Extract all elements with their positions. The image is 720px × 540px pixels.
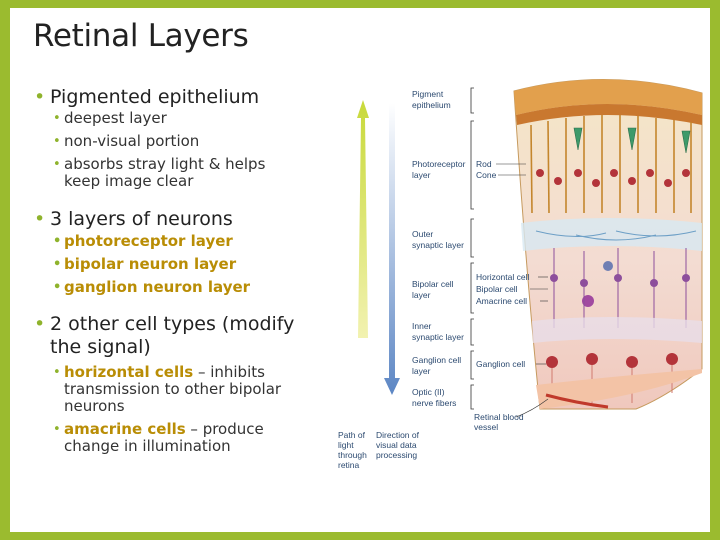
bullet-text: 3 layers of neurons <box>50 208 233 230</box>
bullet-dot-icon: • <box>53 111 61 126</box>
slide: Retinal Layers • Pigmented epithelium • … <box>10 8 710 532</box>
sub-bullet-text: photoreceptor layer <box>64 232 233 250</box>
bullet-other-cells: • 2 other cell types (modify the signal) <box>32 313 330 359</box>
bullet-dot-icon: • <box>53 157 61 172</box>
legend-path-1: Path of <box>338 430 366 440</box>
bipolar-fibers <box>553 248 687 328</box>
label-ganglion-cell: Ganglion cell <box>476 359 525 369</box>
label-outer-synaptic-2: synaptic layer <box>412 240 464 250</box>
bullet-pigmented: • Pigmented epithelium <box>32 86 362 109</box>
layer-labels: Pigment epithelium Photoreceptor layer O… <box>412 89 466 408</box>
sub-bullet-text: absorbs stray light & helps keep image c… <box>64 155 266 190</box>
label-pigment-epithelium-2: epithelium <box>412 100 451 110</box>
bullet-dot-icon: • <box>53 422 61 437</box>
label-bipolar-layer-2: layer <box>412 290 431 300</box>
label-photoreceptor-layer-1: Photoreceptor <box>412 159 466 169</box>
retinal-blood-vessel <box>545 393 609 409</box>
bullet-dot-icon: • <box>34 86 46 108</box>
legend-direction-1: Direction of <box>376 430 420 440</box>
light-path-arrow <box>357 100 369 338</box>
legend-path-2: light <box>338 440 354 450</box>
sub-bullet-text: – inhibits transmission to other bipolar… <box>64 363 282 415</box>
label-optic-fibers-2: nerve fibers <box>412 398 456 408</box>
label-ganglion-layer-2: layer <box>412 366 431 376</box>
bullet-neurons: • 3 layers of neurons <box>32 208 362 231</box>
bullet-dot-icon: • <box>53 134 61 149</box>
amacrine-cell <box>582 295 594 307</box>
label-amacrine-cell: Amacrine cell <box>476 296 527 306</box>
cell-label-leaders <box>496 163 549 418</box>
label-optic-fibers-1: Optic (II) <box>412 387 445 397</box>
label-retinal-vessel-1: Retinal blood <box>474 412 524 422</box>
legend-path-4: retina <box>338 460 360 470</box>
sub-bullet: • horizontal cells – inhibits transmissi… <box>32 364 319 415</box>
bullet-text: Pigmented epithelium <box>50 86 260 108</box>
label-inner-synaptic-1: Inner <box>412 321 432 331</box>
bullet-dot-icon: • <box>53 257 62 272</box>
label-bipolar-layer-1: Bipolar cell <box>412 279 454 289</box>
bullet-dot-icon: • <box>34 208 46 230</box>
horizontal-cell <box>603 261 613 271</box>
label-pigment-epithelium-1: Pigment <box>412 89 444 99</box>
label-inner-synaptic-2: synaptic layer <box>412 332 464 342</box>
bullet-text: 2 other cell types (modify the signal) <box>50 313 295 358</box>
sub-bullet-text: ganglion neuron layer <box>64 278 251 296</box>
label-rod: Rod <box>476 159 492 169</box>
legend-direction-2: visual data <box>376 440 417 450</box>
legend-path-3: through <box>338 450 367 460</box>
sub-bullet-text: deepest layer <box>64 109 167 127</box>
sub-bullet-text: non-visual portion <box>64 132 200 150</box>
synaptic-connections <box>535 230 697 241</box>
sub-bullet-text: – produce change in illumination <box>64 420 264 455</box>
sub-bullet: • ganglion neuron layer <box>32 279 362 296</box>
cell-labels: Rod Cone Horizontal cell Bipolar cell Am… <box>474 159 529 432</box>
sub-bullet: • deepest layer <box>32 110 362 127</box>
label-retinal-vessel-2: vessel <box>474 422 498 432</box>
arrow-legend: Path of light through retina Direction o… <box>338 430 420 470</box>
bullet-dot-icon: • <box>53 234 62 249</box>
label-bipolar-cell: Bipolar cell <box>476 284 518 294</box>
bullet-dot-icon: • <box>34 313 46 335</box>
retina-cross-section <box>513 79 703 410</box>
label-photoreceptor-layer-2: layer <box>412 170 431 180</box>
legend-direction-3: processing <box>376 450 417 460</box>
label-cone: Cone <box>476 170 497 180</box>
label-horizontal-cell: Horizontal cell <box>476 272 529 282</box>
sub-bullet: • absorbs stray light & helps keep image… <box>32 156 284 190</box>
ganglion-cells <box>546 353 678 368</box>
slide-title: Retinal Layers <box>33 18 249 54</box>
data-direction-arrow <box>384 103 400 395</box>
photoreceptor-cells <box>530 115 692 214</box>
bullet-dot-icon: • <box>53 280 62 295</box>
sub-bullet: • photoreceptor layer <box>32 233 362 250</box>
layer-brackets <box>470 87 474 410</box>
sub-bullet-term: horizontal cells <box>64 363 194 381</box>
sub-bullet-term: amacrine cells <box>64 420 186 438</box>
cone-cells <box>573 127 691 154</box>
retina-diagram: Pigment epithelium Photoreceptor layer O… <box>338 79 703 470</box>
sub-bullet: • non-visual portion <box>32 133 362 150</box>
bullet-dot-icon: • <box>53 365 61 380</box>
photoreceptor-nuclei <box>536 169 690 187</box>
label-ganglion-layer-1: Ganglion cell <box>412 355 461 365</box>
sub-bullet: • bipolar neuron layer <box>32 256 362 273</box>
label-outer-synaptic-1: Outer <box>412 229 433 239</box>
sub-bullet-text: bipolar neuron layer <box>64 255 237 273</box>
bullet-list: • Pigmented epithelium • deepest layer •… <box>32 86 362 455</box>
sub-bullet: • amacrine cells – produce change in ill… <box>32 421 299 455</box>
